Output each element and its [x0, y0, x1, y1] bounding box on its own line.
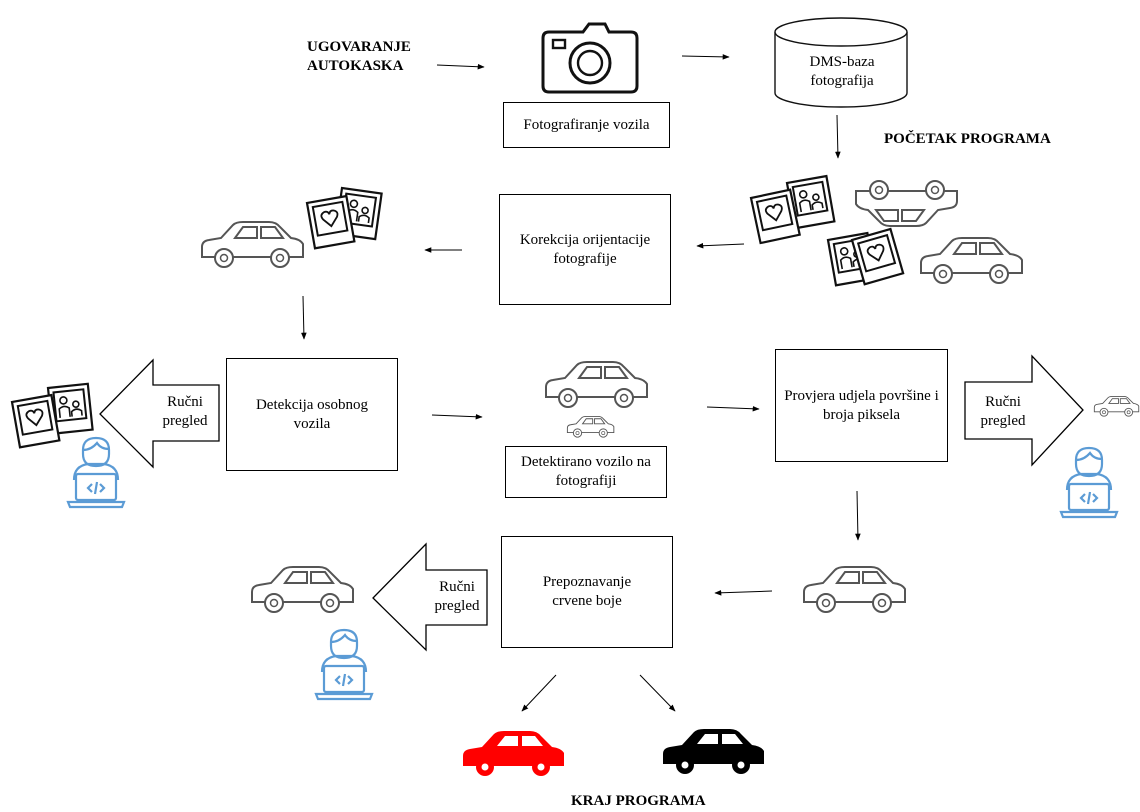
small-car-icon	[1093, 396, 1140, 417]
arrow-icon	[639, 674, 676, 712]
photo-cluster-icon	[749, 174, 1023, 287]
step-detected-vehicle: Detektirano vozilo na fotografiji	[505, 446, 667, 498]
arrow-icon	[835, 114, 841, 159]
database-icon	[774, 17, 908, 108]
block-arrow-left	[372, 542, 488, 652]
program-end-label: KRAJ PROGRAMA	[571, 793, 706, 809]
photo-car-icon	[201, 186, 383, 268]
step-area-pixel-check: Provjera udjela površine i broja piksela	[775, 349, 948, 462]
car-icon	[803, 566, 906, 613]
car-icon	[251, 566, 354, 613]
dms-label: DMS-baza fotografija	[809, 54, 875, 89]
arrow-icon	[521, 674, 557, 712]
arrow-icon	[714, 589, 773, 596]
person-laptop-icon	[66, 436, 126, 509]
arrow-icon	[855, 490, 861, 541]
arrow-icon	[436, 63, 485, 70]
red-car-icon	[463, 731, 564, 776]
photo-pair-icon	[10, 382, 94, 449]
arrow-icon	[696, 242, 745, 249]
step-orientation-correction: Korekcija orijentacije fotografije	[499, 194, 671, 305]
arrow-icon	[706, 405, 760, 412]
camera-icon	[541, 22, 639, 94]
black-car-icon	[663, 729, 764, 774]
manual-review-label: Ručni pregled	[162, 394, 208, 429]
arrow-icon	[431, 413, 483, 420]
detected-car-icon	[545, 361, 648, 438]
arrow-icon	[301, 295, 307, 340]
block-arrow-left	[99, 358, 220, 469]
step-photographing: Fotografiranje vozila	[503, 102, 670, 148]
person-laptop-icon	[314, 628, 374, 701]
program-start-label: POČETAK PROGRAMA	[884, 131, 1051, 147]
start-label: UGOVARANJE AUTOKASKA	[307, 39, 411, 74]
manual-review-label: Ručni pregled	[434, 579, 480, 614]
step-car-detection: Detekcija osobnog vozila	[226, 358, 398, 471]
person-laptop-icon	[1059, 446, 1119, 519]
manual-review-label: Ručni pregled	[980, 394, 1026, 429]
step-red-color: Prepoznavanje crvene boje	[501, 536, 673, 648]
block-arrow-right	[964, 354, 1084, 467]
arrow-icon	[681, 54, 730, 60]
